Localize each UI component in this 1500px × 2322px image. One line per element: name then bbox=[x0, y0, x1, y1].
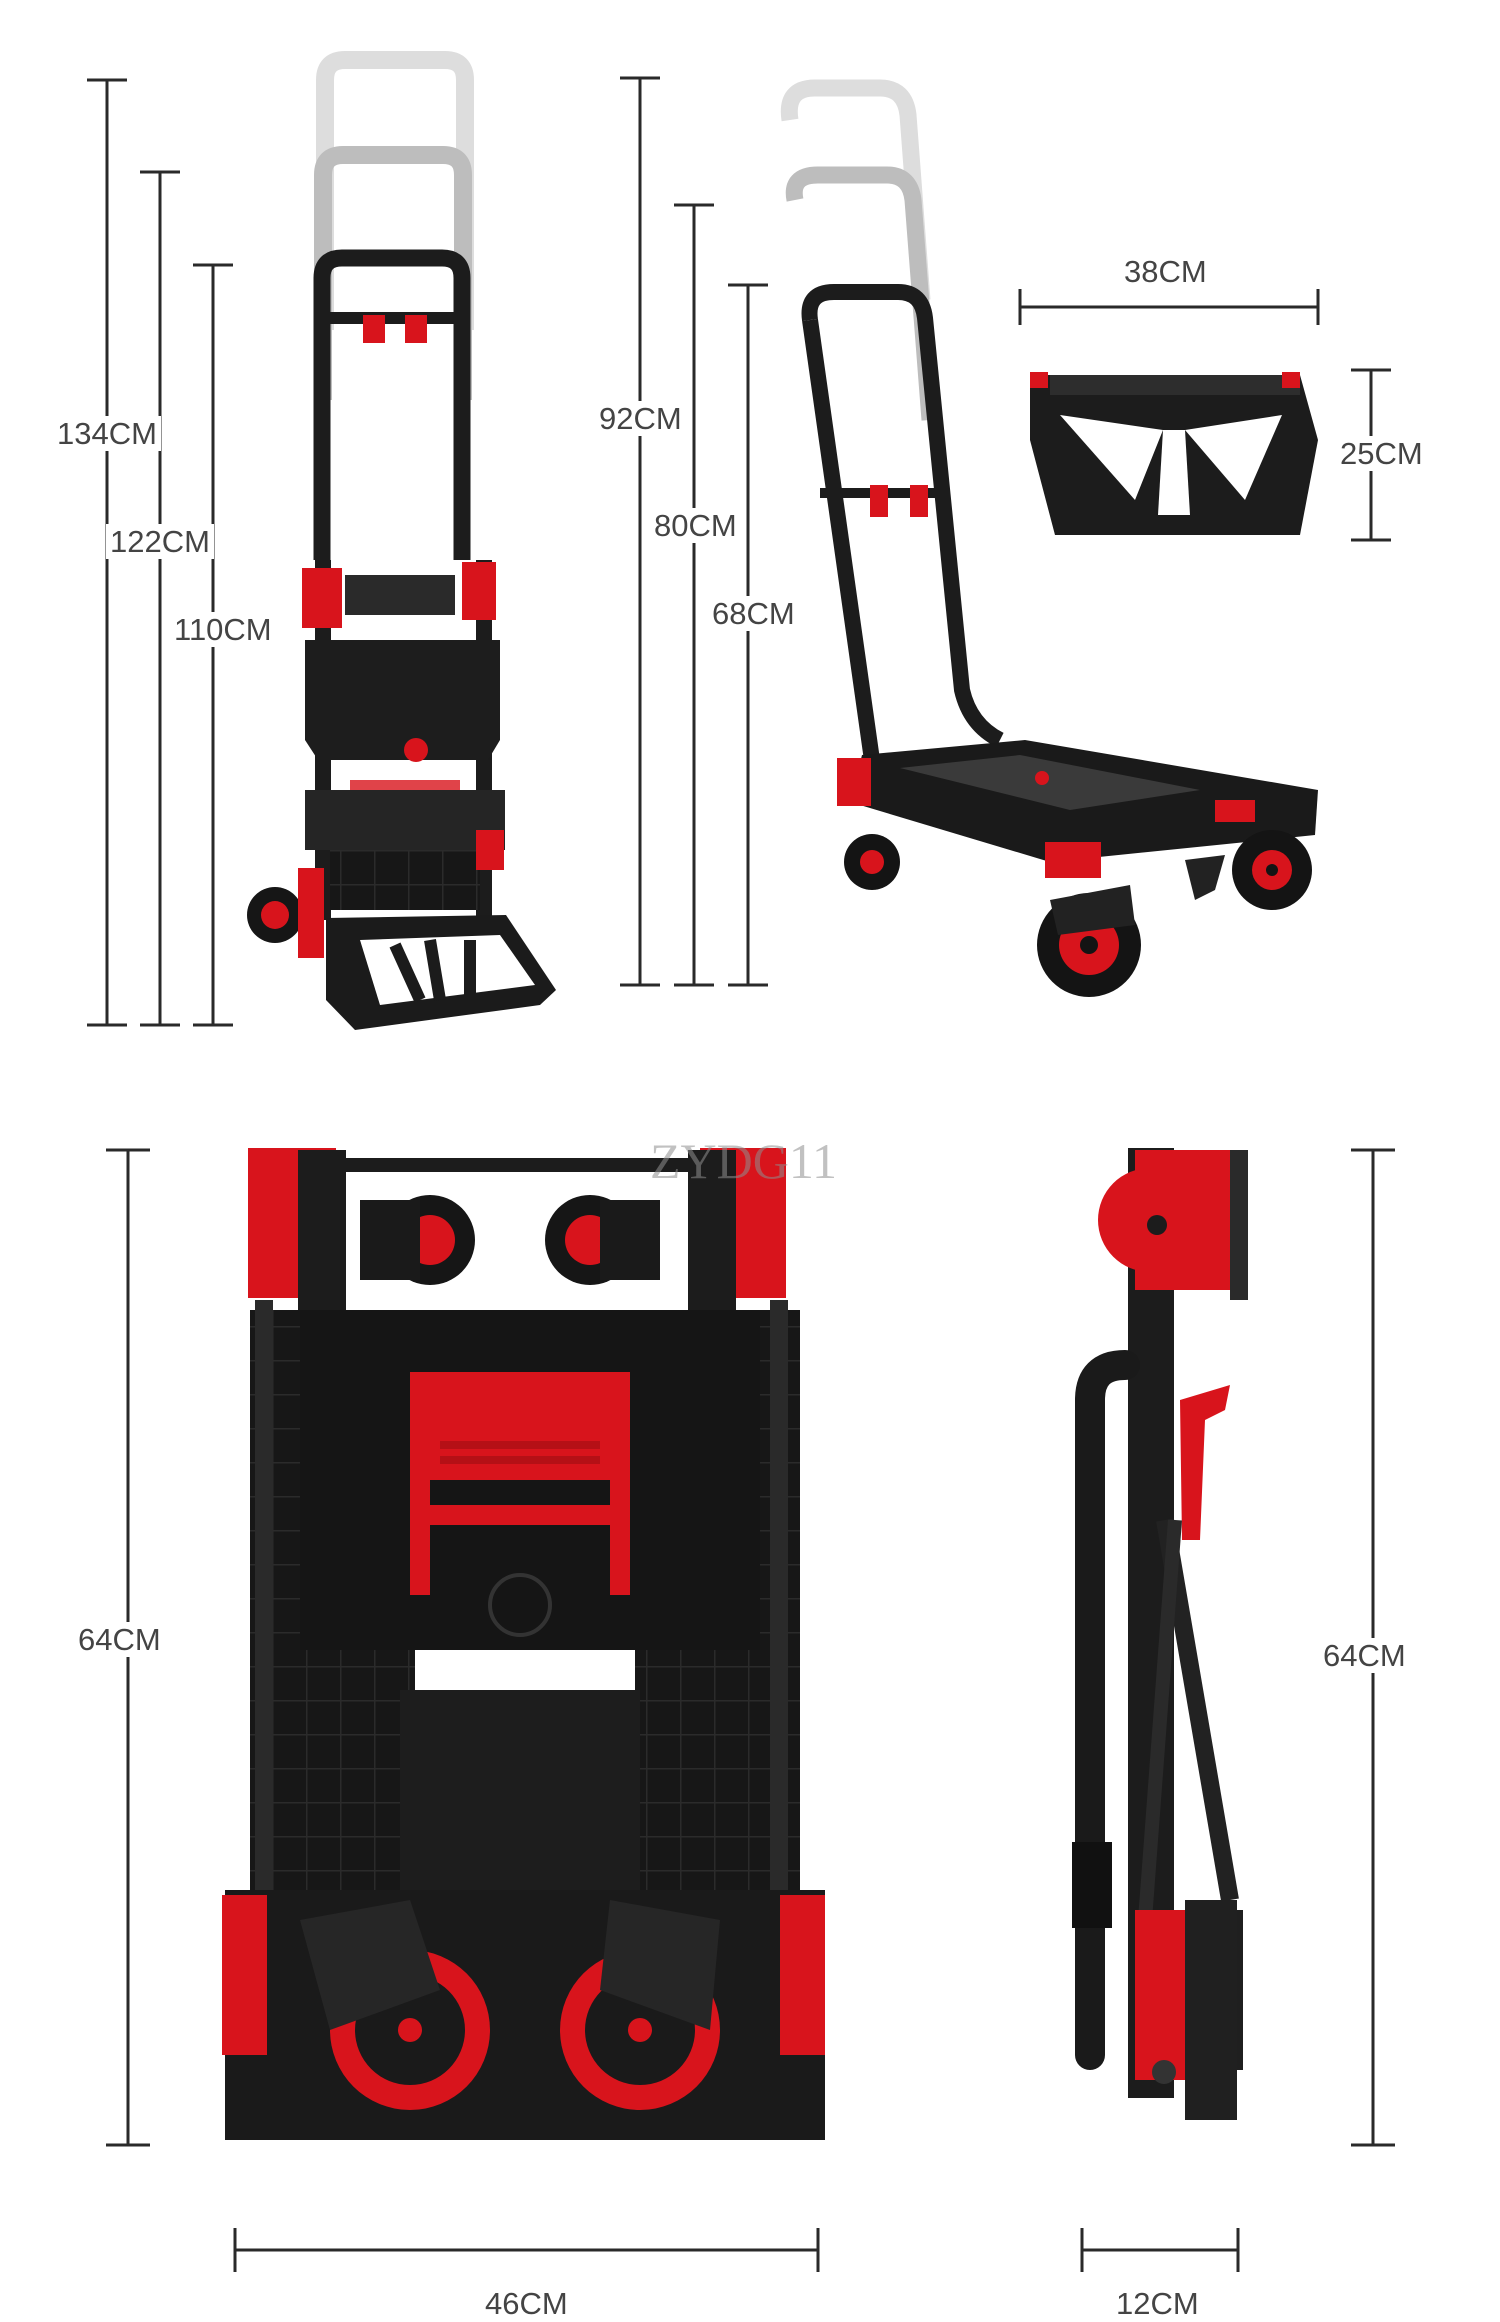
folded-depth-label: 12CM bbox=[1112, 2286, 1203, 2321]
plate-depth-label: 25CM bbox=[1336, 436, 1427, 471]
side-height-mid-label: 80CM bbox=[650, 508, 741, 543]
folded-side-height-label: 64CM bbox=[1319, 1638, 1410, 1673]
folded-side-trolley bbox=[1072, 1148, 1248, 2120]
foot-plate-top-view bbox=[1030, 372, 1318, 535]
plate-width-label: 38CM bbox=[1120, 254, 1211, 289]
folded-height-label: 64CM bbox=[74, 1622, 165, 1657]
folded-width-label: 46CM bbox=[481, 2286, 572, 2321]
side-height-min-label: 68CM bbox=[708, 596, 799, 631]
height-max-label: 134CM bbox=[53, 416, 161, 451]
side-height-max-label: 92CM bbox=[595, 401, 686, 436]
folded-front-trolley bbox=[222, 1148, 825, 2140]
unfolded-front-trolley bbox=[247, 51, 556, 1030]
unfolded-side-trolley bbox=[780, 79, 1318, 997]
height-mid-label: 122CM bbox=[106, 524, 214, 559]
height-min-label: 110CM bbox=[170, 612, 276, 647]
watermark: ZYDG11 bbox=[650, 1133, 838, 1189]
